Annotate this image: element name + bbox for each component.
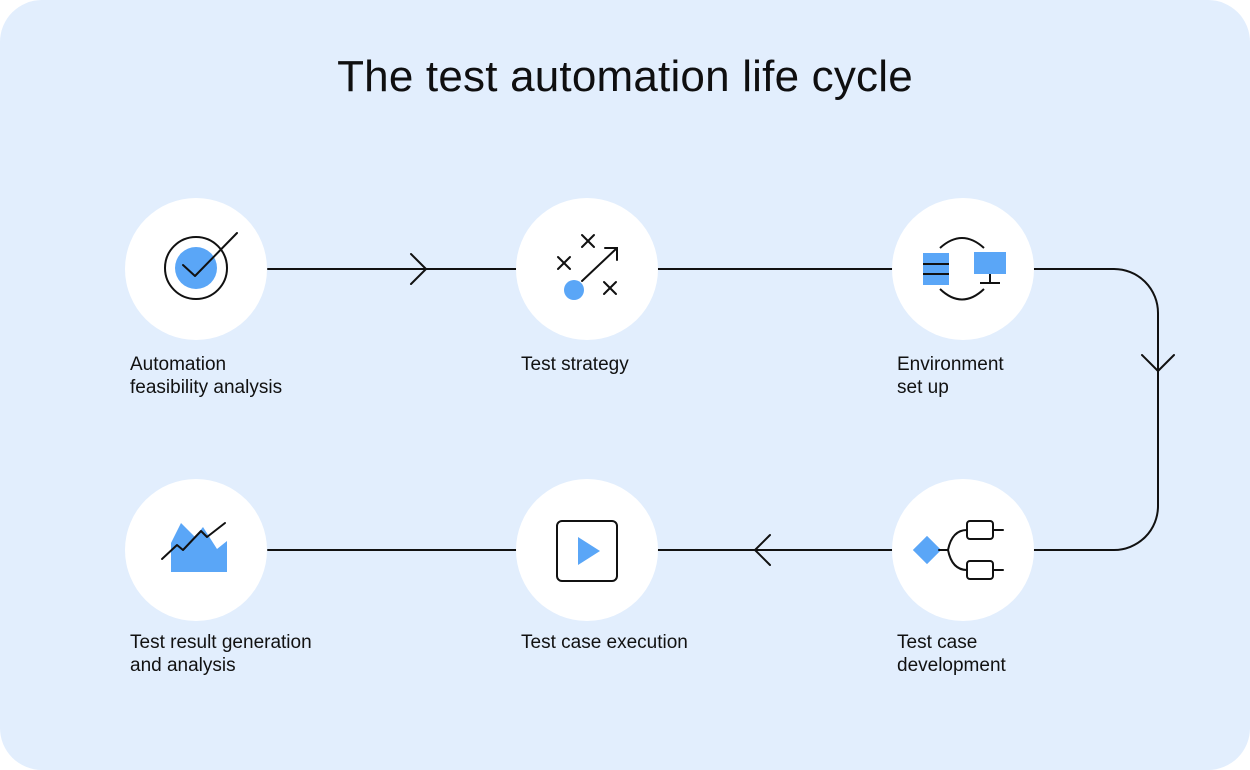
step-label-3: Environment set up (897, 354, 1004, 398)
step-label-4: Test case development (897, 632, 1006, 676)
arrowhead-left (754, 534, 771, 566)
step-node-1 (125, 198, 267, 340)
step-node-5 (516, 479, 658, 621)
arrowhead-down (1141, 354, 1175, 372)
play-button-icon (556, 520, 618, 582)
branching-flow-icon (912, 520, 1004, 580)
server-monitor-icon (923, 237, 1006, 301)
target-check-icon (164, 232, 238, 300)
step-node-6 (125, 479, 267, 621)
arrowhead-right (410, 253, 427, 285)
step-node-3 (892, 198, 1034, 340)
area-trend-chart-icon (161, 522, 227, 572)
diagram-title: The test automation life cycle (337, 52, 913, 101)
step-label-5: Test case execution (521, 632, 688, 653)
strategy-arrow-icon (557, 234, 618, 300)
step-label-6: Test result generation and analysis (130, 632, 312, 676)
step-node-4 (892, 479, 1034, 621)
step-label-1: Automation feasibility analysis (130, 354, 283, 398)
step-label-2: Test strategy (521, 354, 629, 375)
step-node-2 (516, 198, 658, 340)
connector-3-4 (1033, 268, 1159, 551)
